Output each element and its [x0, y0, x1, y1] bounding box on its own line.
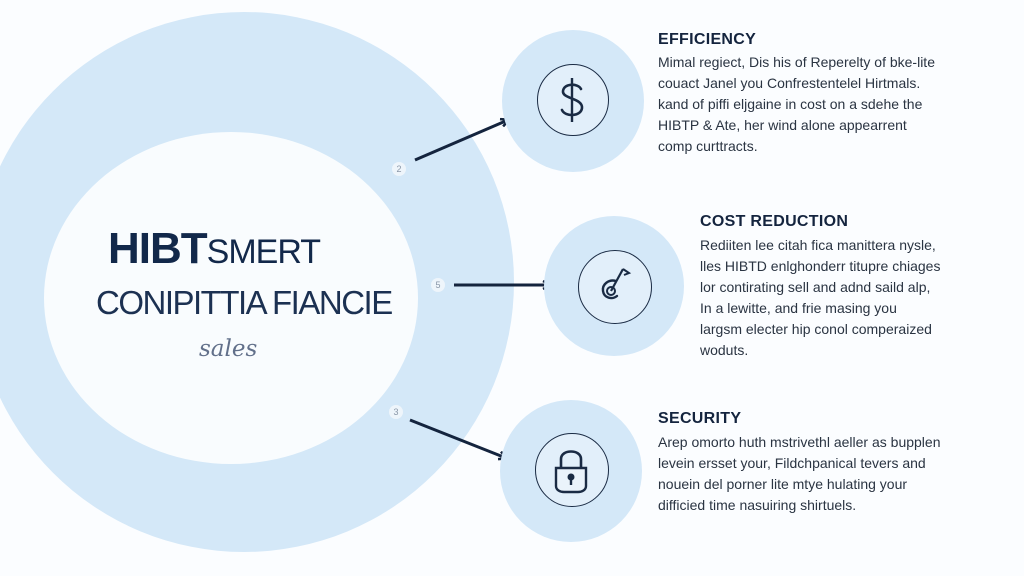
brand-title-bold: HIBT [108, 224, 208, 273]
arrow-to-efficiency [414, 120, 508, 162]
security-line: difficied time nasuiring shirtuels. [658, 497, 857, 513]
security-heading: SECURITY [658, 410, 742, 427]
efficiency-heading: EFFICIENCY [658, 31, 757, 48]
padlock-icon [535, 433, 609, 507]
center-disc [44, 132, 418, 464]
security-line: Arep omorto huth mstrivethl aeller as bu… [658, 434, 941, 450]
step-number-3: 3 [389, 405, 403, 419]
step-number-1: 2 [392, 162, 406, 176]
arrow-to-security [409, 418, 506, 458]
security-description: Arep omorto huth mstrivethl aeller as bu… [658, 432, 940, 516]
cost-reduction-line: In a lewitte, and frie masing you [700, 300, 897, 316]
efficiency-line: Mimal regiect, Dis his of Reperelty of b… [658, 54, 935, 70]
cost-reduction-line: largsm electer hip conol comperaized [700, 321, 932, 337]
cost-reduction-heading: COST REDUCTION [700, 213, 849, 230]
efficiency-line: HIBTP & Ate, her wind alone appearrent [658, 117, 907, 133]
efficiency-line: kand of piffi eljgaine in cost on a sdeh… [658, 96, 923, 112]
efficiency-description: Mimal regiect, Dis his of Reperelty of b… [658, 52, 935, 157]
cost-reduction-line: lor contirating sell and adnd saild alp, [700, 279, 931, 295]
cost-reduction-description: Rediiten lee citah fica manittera nysle,… [700, 235, 940, 361]
brand-title-light: SMERT [206, 233, 321, 271]
security-line: nouein del porner lite mtye hulating you… [658, 476, 908, 492]
cost-reduction-line: woduts. [700, 342, 749, 358]
brand-tagline: sales [199, 336, 258, 362]
cost-reduction-line: lles HIBTD enlghonderr titupre chiages [700, 258, 941, 274]
step-number-2: 5 [431, 278, 445, 292]
chart-icon [578, 250, 652, 324]
brand-title: HIBTSMERT [108, 224, 388, 277]
efficiency-line: couact Janel you Confrestentelel Hirtmal… [658, 75, 921, 91]
dollar-icon [537, 64, 609, 136]
cost-reduction-line: Rediiten lee citah fica manittera nysle, [700, 237, 936, 253]
brand-subtitle: CONIPITTIA FIANCIE [96, 284, 393, 321]
efficiency-line: comp curttracts. [658, 138, 758, 154]
security-line: levein ersset your, Fildchpanical tevers… [658, 455, 926, 471]
